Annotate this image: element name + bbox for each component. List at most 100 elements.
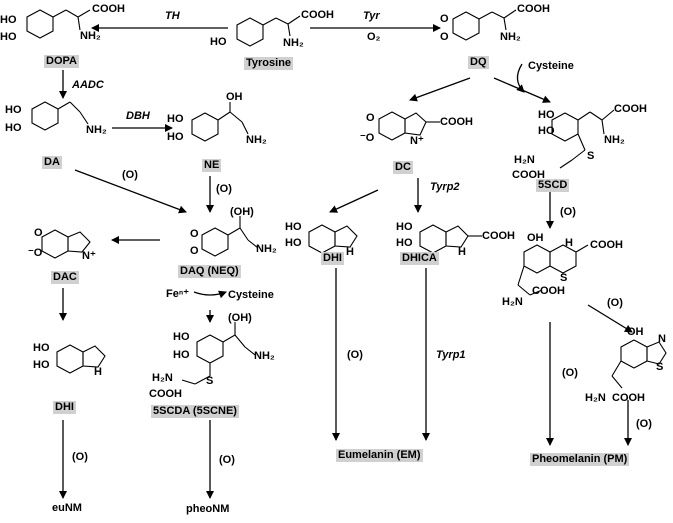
dq-ring xyxy=(452,11,480,41)
oxidation-btz: (O) xyxy=(607,297,623,309)
scd-nh2: NH₂ xyxy=(604,134,625,146)
dhi-right-pyrrole xyxy=(334,225,358,248)
dq-o2: O xyxy=(440,31,449,43)
compound-5scda: 5SCDA (5SCNE) xyxy=(151,405,239,418)
compound-dhi-left: DHI xyxy=(53,401,76,414)
dac-ominus: ⁻O xyxy=(28,247,43,259)
arrow-btz-btzl xyxy=(587,304,633,333)
tyr-nh2: NH₂ xyxy=(283,37,304,49)
oxidation-dhi-left: (O) xyxy=(72,451,88,463)
arrow-dc-dhi xyxy=(329,189,379,213)
enzyme-tyr: Tyr xyxy=(363,10,380,22)
dhir-ho1: HO xyxy=(285,221,302,233)
oxidation-5scd: (O) xyxy=(560,206,576,218)
dac-ring xyxy=(41,229,69,259)
daq-ring xyxy=(201,227,229,257)
dhi-left-pyrrole xyxy=(82,345,106,368)
btzl-s: S xyxy=(656,361,664,373)
scd-cooh: COOH xyxy=(614,103,647,115)
scda5-ring xyxy=(196,334,224,364)
scd-s: S xyxy=(587,150,595,162)
dc-ring xyxy=(378,111,406,141)
ne-nh2: NH₂ xyxy=(246,134,267,146)
oxidation-ne: (O) xyxy=(216,183,232,195)
btz-h2n: H₂N xyxy=(502,296,523,308)
btz-h: H xyxy=(565,237,573,249)
scd5-ring xyxy=(551,112,579,142)
enzyme-th: TH xyxy=(165,10,180,22)
scda-ho2: HO xyxy=(173,349,190,361)
da-ho2: HO xyxy=(5,122,22,134)
scda-s: S xyxy=(206,375,214,387)
compound-daq: DAQ (NEQ) xyxy=(178,265,241,278)
dhica-ring xyxy=(419,224,447,254)
dc-cooh: COOH xyxy=(440,116,473,128)
ne-ring xyxy=(191,112,219,142)
btzl-n: N xyxy=(658,333,666,345)
dac-pyrrole xyxy=(67,231,91,253)
compound-dhi-right: DHI xyxy=(321,252,344,265)
dhica-cooh: COOH xyxy=(482,230,515,242)
dhir-h: H xyxy=(346,246,354,258)
btz-oh: OH xyxy=(527,232,544,244)
compound-dq: DQ xyxy=(468,56,489,69)
enzyme-dbh: DBH xyxy=(126,110,150,122)
daq-nh2: NH₂ xyxy=(256,243,277,255)
daq-ohparen: (OH) xyxy=(230,206,254,218)
scda-nh2: NH₂ xyxy=(254,350,275,362)
dopa-ring xyxy=(26,9,54,39)
dopa-ho1: HO xyxy=(0,14,17,26)
dc-nplus: N⁺ xyxy=(410,135,424,147)
compound-dopa: DOPA xyxy=(44,55,79,68)
dq-nh2: NH₂ xyxy=(500,31,521,43)
dhica-ho1: HO xyxy=(396,221,413,233)
arrow-dq-dc xyxy=(409,77,471,102)
compound-dhica: DHICA xyxy=(400,252,439,265)
btz-cooh2: COOH xyxy=(532,285,565,297)
dhil-ho2: HO xyxy=(33,359,50,371)
arrow-fe-cys xyxy=(193,290,227,299)
reagent-cysteine-dq: Cysteine xyxy=(528,60,574,72)
arrow-cysteine-dq xyxy=(516,63,525,93)
compound-dc: DC xyxy=(393,161,413,174)
scda-ohparen: (OH) xyxy=(228,312,252,324)
btzl-ring xyxy=(620,339,648,369)
btzl-cooh: COOH xyxy=(612,392,645,404)
scda-h2n: H₂N xyxy=(152,372,173,384)
enzyme-aadc: AADC xyxy=(72,79,104,91)
compound-pheonm: pheoNM xyxy=(186,503,230,515)
da-nh2: NH₂ xyxy=(86,124,107,136)
btz-thiazine xyxy=(549,244,577,274)
enzyme-tyrp2: Tyrp2 xyxy=(430,181,460,193)
compound-pheomelanin: Pheomelanin (PM) xyxy=(530,453,630,466)
compound-eunm: euNM xyxy=(52,502,82,514)
da-ho1: HO xyxy=(5,104,22,116)
enzyme-tyrp1: Tyrp1 xyxy=(436,349,466,361)
scda-cooh: COOH xyxy=(149,388,182,400)
btzl-h2n: H₂N xyxy=(585,392,606,404)
dq-cooh: COOH xyxy=(517,3,550,15)
reagent-cysteine-daq: Cysteine xyxy=(228,289,274,301)
daq-o1: O xyxy=(190,228,199,240)
oxidation-5scda: (O) xyxy=(219,454,235,466)
compound-5scd: 5SCD xyxy=(536,179,570,192)
compound-tyrosine: Tyrosine xyxy=(244,57,294,70)
oxidation-da: (O) xyxy=(122,169,138,181)
dhi-right-ring xyxy=(308,224,336,254)
daq-o2: O xyxy=(190,245,199,257)
scd-cooh2: COOH xyxy=(512,169,545,181)
dac-nplus: N⁺ xyxy=(82,250,96,262)
tyrosine-ring xyxy=(236,17,264,47)
scda-ho1: HO xyxy=(173,331,190,343)
btzl-thiazole xyxy=(646,341,667,365)
dq-o1: O xyxy=(440,13,449,25)
dopa-nh2: NH₂ xyxy=(80,30,101,42)
scd-h2n: H₂N xyxy=(514,154,535,166)
da-ring xyxy=(31,101,59,131)
oxidation-dhi-em: (O) xyxy=(347,349,363,361)
btz-ring xyxy=(523,244,551,274)
btzl-oh: OH xyxy=(627,326,644,338)
dc-o: O xyxy=(366,112,375,124)
dc-pyrrole xyxy=(404,112,427,136)
